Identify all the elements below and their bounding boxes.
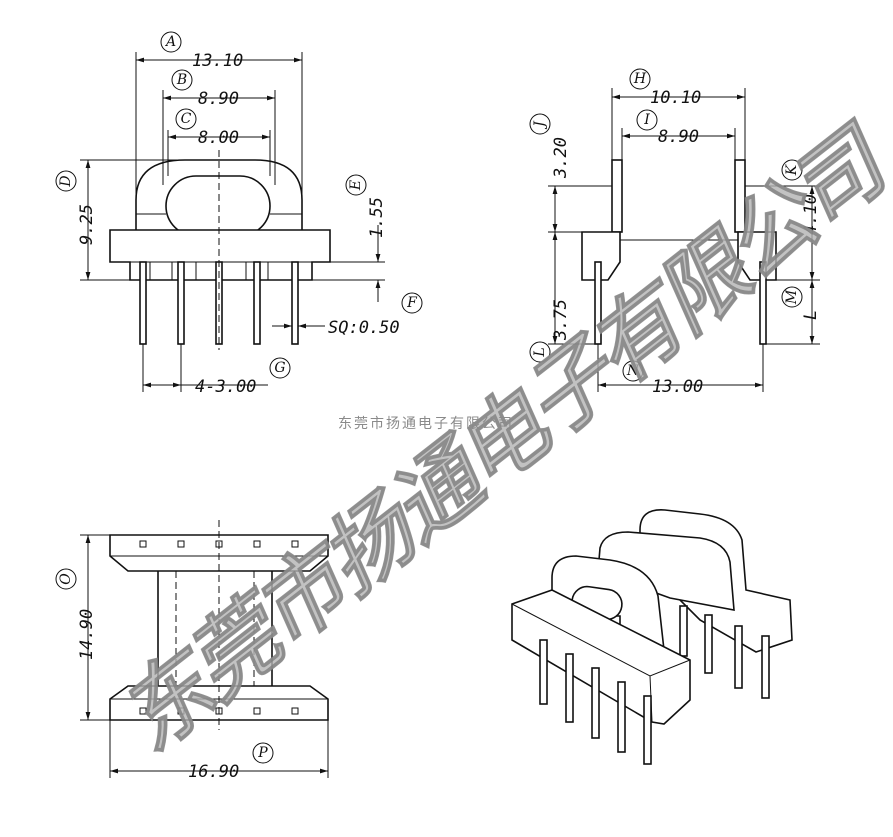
dim-p-letter: P: [257, 745, 268, 761]
dim-b-letter: B: [176, 72, 187, 88]
dim-i-letter: I: [643, 112, 650, 128]
dim-f-value: SQ:0.50: [328, 318, 400, 338]
dim-o-letter: O: [58, 573, 74, 585]
dim-j-letter: J: [532, 120, 548, 130]
dim-a-value: 13.10: [192, 51, 243, 71]
dim-d-value: 9.25: [77, 204, 97, 245]
dim-k-letter: K: [784, 163, 800, 176]
dim-i-value: 8.90: [658, 127, 699, 147]
iso-front-base: [511, 589, 691, 725]
dim-j-value: 3.20: [551, 137, 571, 179]
isometric-view: [511, 509, 793, 765]
dim-b-value: 8.90: [198, 89, 239, 109]
dim-m-letter: M: [784, 289, 800, 305]
dim-p-value: 16.90: [188, 762, 239, 782]
dim-k-value: 4.10: [801, 194, 821, 235]
top-view: O 14.90 P 16.90: [55, 520, 329, 782]
dim-g-letter: G: [274, 360, 285, 376]
dim-a-letter: A: [164, 34, 176, 50]
dim-h-value: 10.10: [650, 88, 701, 108]
dim-l-value: 3.75: [551, 299, 571, 341]
watermark-small-company: 东莞市扬通电子有限公司: [338, 415, 514, 432]
side-left-flange: [581, 231, 621, 281]
dim-m-value: L: [801, 310, 821, 320]
dim-f-letter: F: [406, 295, 418, 311]
dim-d-letter: D: [58, 175, 74, 187]
dim-l-letter: L: [532, 347, 548, 357]
dim-o-value: 14.90: [77, 609, 97, 660]
dim-c-value: 8.00: [198, 128, 239, 148]
front-core-window: [165, 175, 271, 237]
front-view: A 13.10 B 8.90 C 8.00 D 9.25 E 1.55: [55, 31, 423, 397]
dim-e-value: 1.55: [367, 197, 387, 238]
dim-e-letter: E: [348, 180, 364, 191]
dim-c-letter: C: [181, 111, 192, 127]
dim-n-value: 13.00: [652, 377, 703, 397]
top-pin-squares: [139, 540, 299, 715]
iso-front-pins: [539, 639, 652, 765]
dim-n-letter: N: [626, 363, 640, 379]
dim-h-letter: H: [633, 71, 647, 87]
dim-g-value: 4-3.00: [195, 377, 256, 397]
side-view: H 10.10 I 8.90 J 3.20 K 4.10 L 3.75 M L: [529, 68, 821, 397]
